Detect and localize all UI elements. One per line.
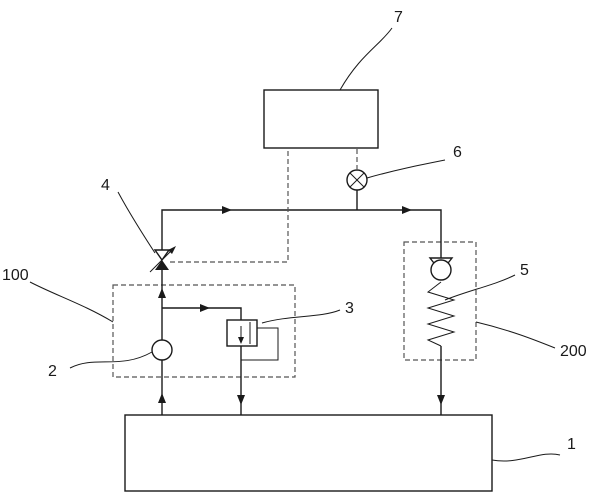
- label-check-module: 200: [560, 343, 587, 360]
- pump-symbol: [151, 339, 173, 361]
- label-pump: 2: [48, 363, 57, 380]
- arrow-up-supply-1: [158, 393, 166, 403]
- label-check-valve: 5: [520, 262, 529, 279]
- relief-valve-box: [226, 319, 258, 347]
- leader-relief-valve: [261, 309, 341, 324]
- leader-valve-4: [117, 191, 156, 254]
- leader-consumer: [339, 27, 393, 91]
- arrow-right-top-1: [222, 206, 232, 214]
- main-top-line: [161, 209, 442, 258]
- arrow-right-top-2: [402, 206, 412, 214]
- arrow-down-check-return: [437, 395, 445, 405]
- check-valve-spring: [426, 281, 456, 347]
- leader-check-module: [475, 321, 556, 349]
- label-tank: 1: [567, 436, 576, 453]
- arrow-up-supply-2: [158, 288, 166, 298]
- relief-branch-line: [162, 307, 242, 320]
- leader-pump-module: [29, 281, 114, 323]
- leader-tank: [491, 453, 561, 462]
- leader-pump: [69, 351, 153, 369]
- relief-pilot-line: [241, 327, 279, 361]
- check-module-outline: [403, 241, 477, 361]
- label-consumer: 7: [394, 9, 403, 26]
- leader-check-valve: [444, 274, 516, 301]
- label-relief-valve: 3: [345, 300, 354, 317]
- label-pump-module: 100: [2, 267, 29, 284]
- arrow-right-relief: [200, 304, 210, 312]
- relief-valve-arrow-head: [238, 337, 244, 344]
- arrow-down-relief-return: [237, 395, 245, 405]
- consumer-box: [263, 89, 379, 149]
- tank-box: [124, 414, 493, 492]
- valve-4-adjust-arrow: [168, 246, 176, 254]
- valve-4-lower-triangle: [155, 260, 169, 270]
- check-valve-ball: [430, 259, 452, 281]
- flow-indicator-cross-2: [349, 172, 365, 188]
- label-flow-indicator: 6: [453, 144, 462, 161]
- valve-4-to-consumer-line: [170, 148, 289, 263]
- label-valve-4: 4: [101, 177, 110, 194]
- pump-module-outline: [112, 284, 296, 378]
- leader-flow-indicator: [366, 159, 446, 179]
